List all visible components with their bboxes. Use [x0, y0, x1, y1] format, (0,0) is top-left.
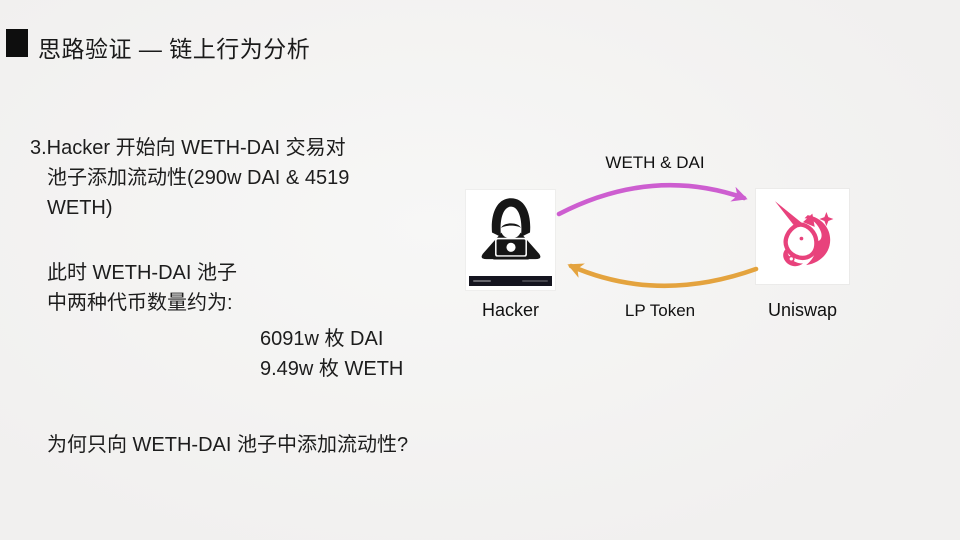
- top-arrow-label: WETH & DAI: [605, 153, 705, 172]
- token-amounts: 6091w 枚 DAI 9.49w 枚 WETH: [260, 324, 403, 384]
- lp-token-arrow: [567, 263, 759, 289]
- watermark-strip: [469, 276, 552, 286]
- laptop-base: [492, 256, 529, 260]
- unicorn-eye: [799, 236, 803, 240]
- unicorn-chin-swirl: [782, 247, 803, 266]
- pool-state-line1: 此时 WETH-DAI 池子: [47, 262, 237, 284]
- title-bullet-square: [6, 29, 28, 57]
- unicorn-mane: [804, 214, 830, 265]
- hacker-node-label: Hacker: [481, 300, 539, 320]
- unicorn-horn: [774, 200, 804, 230]
- weth-amount: 9.49w 枚 WETH: [260, 358, 404, 380]
- point3-paragraph: 3.Hacker 开始向 WETH-DAI 交易对 池子添加流动性(290w D…: [30, 133, 349, 223]
- weth-dai-arrow: [556, 182, 748, 217]
- unicorn-head: [783, 221, 819, 260]
- hacker-hood: [491, 198, 530, 238]
- hacker-node-card: [466, 190, 555, 290]
- bottom-arrow-label: LP Token: [624, 301, 696, 320]
- laptop-logo: [505, 242, 516, 252]
- page-title: 思路验证 — 链上行为分析: [38, 36, 311, 62]
- uniswap-unicorn-icon: [774, 200, 833, 266]
- point3-line2: 池子添加流动性(290w DAI & 4519: [47, 167, 350, 189]
- watermark-text-left: [473, 280, 491, 282]
- unicorn-curl: [787, 254, 795, 262]
- unicorn-ear: [802, 213, 815, 227]
- dai-amount: 6091w 枚 DAI: [260, 328, 384, 350]
- hacker-icon: [481, 198, 540, 260]
- question-text: 为何只向 WETH-DAI 池子中添加流动性?: [47, 434, 409, 456]
- uniswap-node-card: [756, 189, 849, 284]
- hacker-glasses: [500, 223, 521, 228]
- point3-line1: 3.Hacker 开始向 WETH-DAI 交易对: [30, 137, 346, 159]
- pool-state-paragraph: 此时 WETH-DAI 池子 中两种代币数量约为:: [47, 258, 237, 318]
- watermark-text-right: [522, 280, 548, 282]
- point3-line3: WETH): [47, 197, 113, 219]
- uniswap-node-label: Uniswap: [767, 300, 838, 320]
- pool-state-line2: 中两种代币数量约为:: [47, 292, 233, 314]
- sparkle-icon: [818, 211, 833, 226]
